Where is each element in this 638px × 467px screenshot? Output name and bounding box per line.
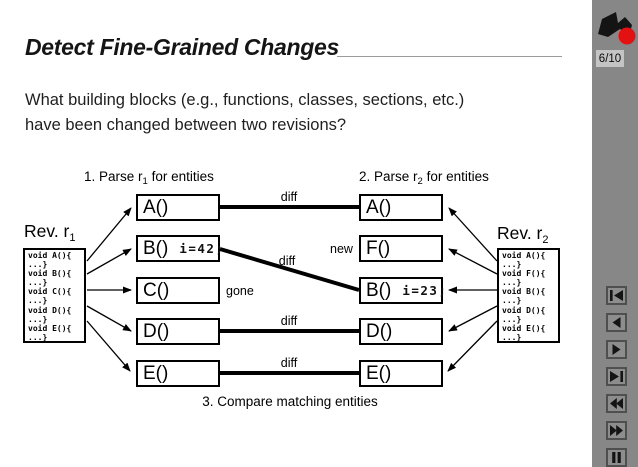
entity-box-r1-a: A() bbox=[136, 194, 220, 221]
rev1-parse-arrows bbox=[86, 207, 132, 372]
step2-subscript: 2 bbox=[417, 176, 423, 187]
fast-forward-icon bbox=[610, 425, 623, 436]
nav-fast-rewind-button[interactable] bbox=[606, 394, 627, 413]
entity-name: E() bbox=[143, 362, 169, 384]
entity-box-r1-c: C() bbox=[136, 277, 220, 304]
viewer-sidebar: 6/10 bbox=[592, 0, 638, 467]
nav-skip-first-button[interactable] bbox=[606, 286, 627, 305]
nav-step-forward-button[interactable] bbox=[606, 340, 627, 359]
step2-label: 2. Parse r2 for entities bbox=[359, 169, 489, 187]
rev1-subscript: 1 bbox=[69, 232, 76, 244]
step-back-icon bbox=[612, 317, 621, 328]
diff-label: diff bbox=[278, 254, 296, 268]
question-line2: have been changed between two revisions? bbox=[25, 115, 347, 134]
logo-icon bbox=[598, 12, 636, 45]
diff-label: diff bbox=[280, 314, 298, 328]
rev2-label: Rev. r2 bbox=[497, 223, 549, 246]
step1-subscript: 1 bbox=[142, 176, 148, 187]
step-forward-icon bbox=[612, 344, 621, 355]
new-label: new bbox=[330, 242, 353, 256]
step3-label: 3. Compare matching entities bbox=[202, 394, 378, 409]
nav-skip-last-button[interactable] bbox=[606, 367, 627, 386]
entity-note: i=23; bbox=[402, 283, 448, 298]
gone-label: gone bbox=[226, 284, 254, 298]
skip-last-icon bbox=[610, 371, 623, 382]
entity-name: B() bbox=[366, 279, 392, 301]
entity-name: E() bbox=[366, 362, 392, 384]
nav-fast-forward-button[interactable] bbox=[606, 421, 627, 440]
rev1-label: Rev. r1 bbox=[24, 221, 76, 244]
entity-box-r2-e: E() bbox=[359, 360, 443, 387]
rev2-prefix: Rev. r bbox=[497, 223, 543, 243]
entity-box-r1-d: D() bbox=[136, 318, 220, 345]
entity-name: C() bbox=[143, 279, 170, 301]
entity-name: D() bbox=[366, 320, 393, 342]
title-underline bbox=[337, 56, 562, 57]
entity-box-r2-a: A() bbox=[359, 194, 443, 221]
entity-name: B() bbox=[143, 237, 169, 259]
step1-suffix: for entities bbox=[147, 169, 214, 184]
pause-icon bbox=[612, 452, 621, 463]
rev1-source-box: void A(){ ...} void B(){ ...} void C(){ … bbox=[23, 248, 86, 343]
question-text: What building blocks (e.g., functions, c… bbox=[25, 88, 464, 137]
step2-prefix: 2. Parse r bbox=[359, 169, 418, 184]
diff-label: diff bbox=[280, 356, 298, 370]
entity-box-r2-d: D() bbox=[359, 318, 443, 345]
page-title: Detect Fine-Grained Changes bbox=[25, 34, 339, 60]
entity-box-r1-e: E() bbox=[136, 360, 220, 387]
fast-rewind-icon bbox=[610, 398, 623, 409]
nav-pause-button[interactable] bbox=[606, 448, 627, 467]
entity-name: D() bbox=[143, 320, 170, 342]
skip-first-icon bbox=[610, 290, 623, 301]
diff-match-lines bbox=[219, 205, 360, 375]
entity-name: A() bbox=[366, 196, 392, 218]
step2-suffix: for entities bbox=[422, 169, 489, 184]
step1-prefix: 1. Parse r bbox=[84, 169, 143, 184]
rev2-parse-arrows bbox=[447, 207, 498, 372]
diff-label: diff bbox=[280, 190, 298, 204]
entity-box-r2-b: B() i=23; bbox=[359, 277, 446, 304]
nav-step-back-button[interactable] bbox=[606, 313, 627, 332]
step1-label: 1. Parse r1 for entities bbox=[84, 169, 214, 187]
rev1-prefix: Rev. r bbox=[24, 221, 70, 241]
entity-box-r1-b: B() i=42; bbox=[136, 235, 223, 262]
rev2-subscript: 2 bbox=[542, 234, 549, 246]
entity-box-r2-f: F() bbox=[359, 235, 443, 262]
logo-red-dot bbox=[618, 27, 636, 45]
entity-note: i=42; bbox=[179, 241, 225, 256]
entity-name: A() bbox=[143, 196, 169, 218]
rev2-source-box: void A(){ ...} void F(){ ...} void B(){ … bbox=[497, 248, 560, 343]
question-line1: What building blocks (e.g., functions, c… bbox=[25, 91, 465, 109]
page-number-badge: 6/10 bbox=[596, 50, 624, 67]
entity-name: F() bbox=[366, 237, 391, 259]
